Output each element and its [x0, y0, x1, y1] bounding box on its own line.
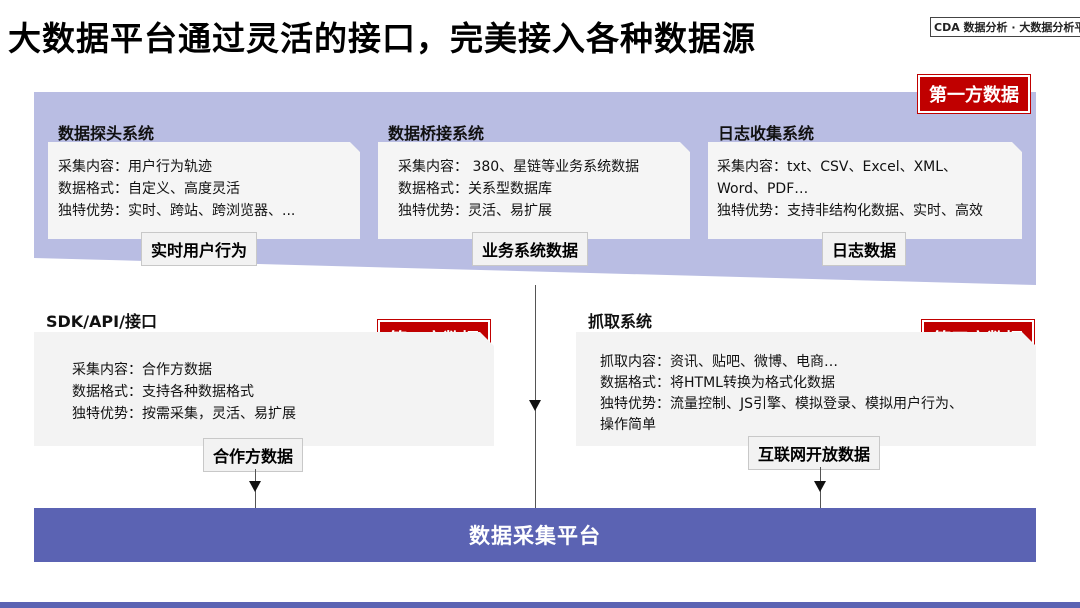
first-party-tag: 第一方数据 [918, 75, 1030, 113]
second-party-content: 采集内容：合作方数据 [72, 362, 212, 378]
crawl-format: 数据格式：将HTML转换为格式化数据 [600, 375, 835, 391]
log-content-cont: Word、PDF… [717, 181, 809, 197]
sdk-api-title: SDK/API/接口 [46, 312, 157, 331]
second-party-arrow-icon [249, 481, 261, 492]
crawl-advantage: 独特优势：流量控制、JS引擎、模拟登录、模拟用户行为、 [600, 396, 964, 412]
bridge-format: 数据格式：关系型数据库 [398, 181, 552, 197]
third-party-arrow-icon [814, 481, 826, 492]
center-arrow-icon [529, 400, 541, 411]
log-system-card: 采集内容：txt、CSV、Excel、XML、 Word、PDF… 独特优势：支… [708, 142, 1022, 239]
crawl-advantage-cont: 操作简单 [600, 417, 656, 433]
probe-system-title: 数据探头系统 [58, 124, 155, 143]
data-collection-platform: 数据采集平台 [34, 508, 1036, 562]
probe-advantage: 独特优势：实时、跨站、跨浏览器、... [58, 203, 296, 219]
third-party-card: 抓取内容：资讯、贴吧、微博、电商… 数据格式：将HTML转换为格式化数据 独特优… [576, 332, 1036, 446]
partner-data-label: 合作方数据 [203, 438, 304, 472]
crawl-content: 抓取内容：资讯、贴吧、微博、电商… [600, 354, 838, 370]
page-title: 大数据平台通过灵活的接口，完美接入各种数据源 [8, 19, 756, 58]
brand-logo: CDA 数据分析 · 大数据分析平台 [930, 17, 1080, 37]
center-connector-line [535, 285, 536, 508]
second-party-advantage: 独特优势：按需采集，灵活、易扩展 [72, 406, 296, 422]
crawl-system-title: 抓取系统 [588, 312, 653, 331]
probe-format: 数据格式：自定义、高度灵活 [58, 181, 240, 197]
realtime-behavior-label: 实时用户行为 [141, 232, 258, 266]
bridge-system-title: 数据桥接系统 [388, 124, 485, 143]
business-data-label: 业务系统数据 [472, 232, 589, 266]
second-party-card: 采集内容：合作方数据 数据格式：支持各种数据格式 独特优势：按需采集，灵活、易扩… [34, 332, 494, 446]
log-advantage: 独特优势：支持非结构化数据、实时、高效 [717, 203, 983, 219]
log-data-label: 日志数据 [822, 232, 907, 266]
probe-content: 采集内容：用户行为轨迹 [58, 159, 212, 175]
bridge-content: 采集内容： 380、星链等业务系统数据 [398, 159, 640, 175]
log-system-title: 日志收集系统 [718, 124, 815, 143]
bridge-system-card: 采集内容： 380、星链等业务系统数据 数据格式：关系型数据库 独特优势：灵活、… [378, 142, 690, 239]
footer-bar [0, 602, 1080, 608]
internet-open-data-label: 互联网开放数据 [748, 436, 881, 470]
probe-system-card: 采集内容：用户行为轨迹 数据格式：自定义、高度灵活 独特优势：实时、跨站、跨浏览… [48, 142, 360, 239]
second-party-format: 数据格式：支持各种数据格式 [72, 384, 254, 400]
log-content: 采集内容：txt、CSV、Excel、XML、 [717, 159, 958, 175]
bridge-advantage: 独特优势：灵活、易扩展 [398, 203, 552, 219]
